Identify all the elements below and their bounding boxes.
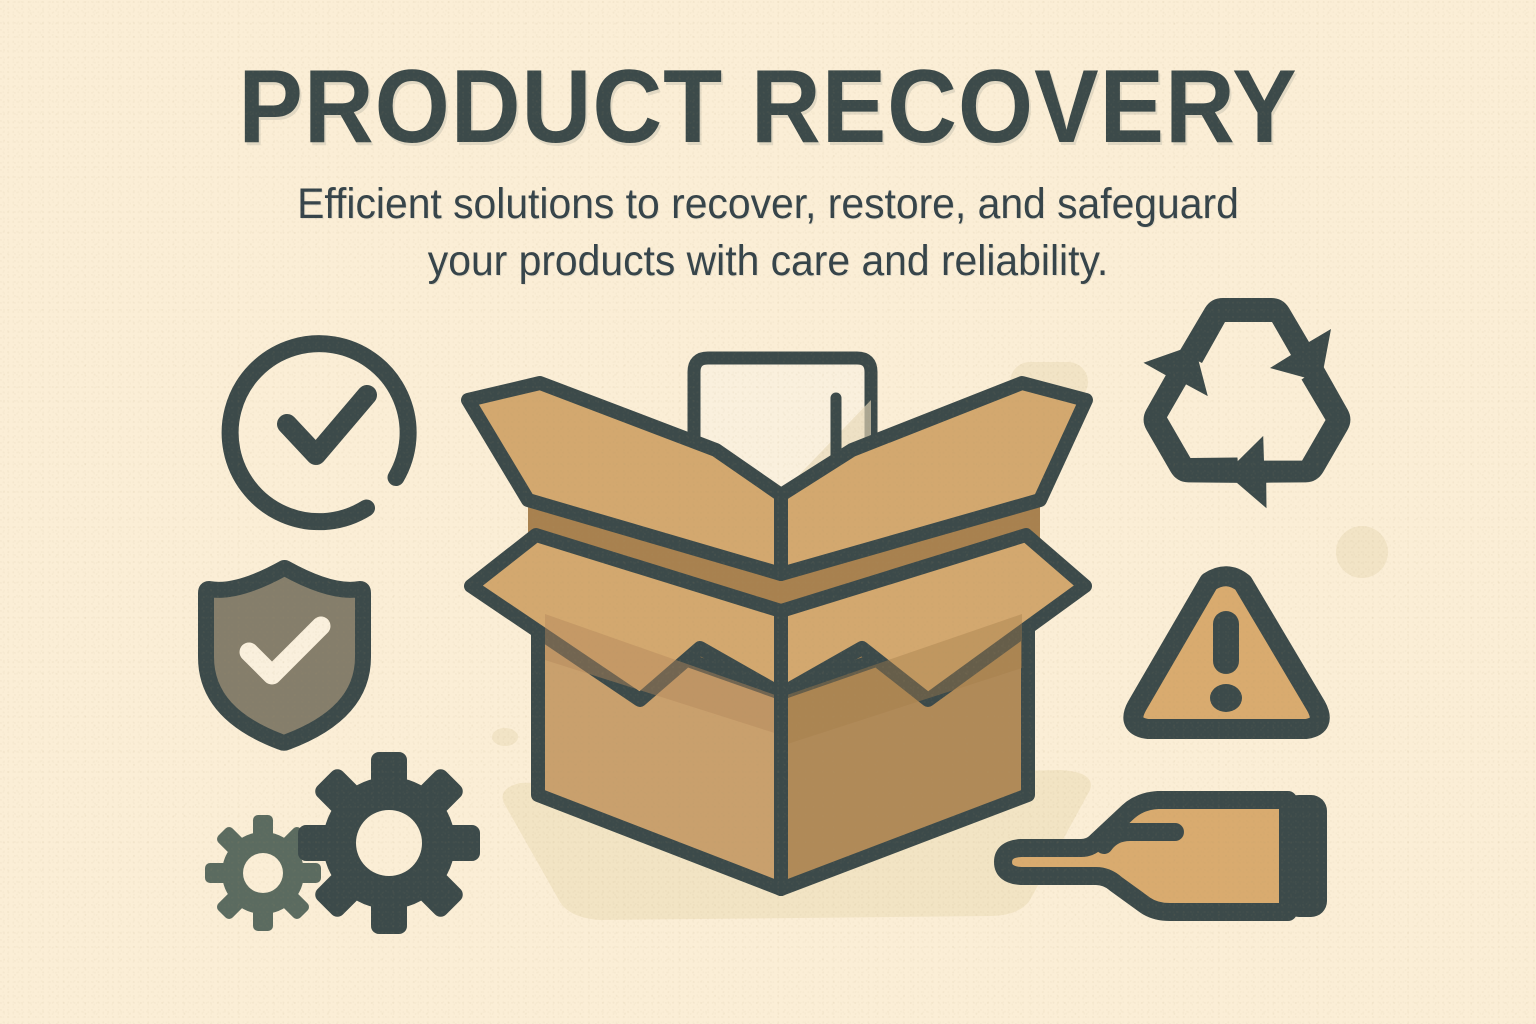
blob-small-left [492, 728, 518, 746]
gears-icon [205, 752, 480, 934]
hand-thumb [1095, 823, 1184, 854]
recycle-arrow-1 [1179, 298, 1331, 382]
box-flap-back-right [774, 376, 1093, 581]
circle-check-mark [277, 385, 377, 465]
shield-check-mark [239, 616, 331, 685]
warning-exclamation-bar [1213, 611, 1239, 674]
box-shade-left [545, 614, 781, 735]
blob-circle [1336, 526, 1388, 578]
circle-check-ring [221, 335, 417, 531]
warning-exclamation-dot [1210, 684, 1242, 712]
box-shade-right [781, 614, 1022, 746]
recycle-icon [1143, 298, 1351, 509]
page-subtitle: Efficient solutions to recover, restore,… [297, 180, 1239, 286]
helping-hand-icon [994, 791, 1327, 921]
headline-block: PRODUCT RECOVERY Efficient solutions to … [0, 54, 1536, 290]
hand-palm [994, 791, 1297, 921]
gear-large [298, 752, 480, 934]
warning-triangle-icon [1123, 566, 1330, 739]
open-box-icon [461, 351, 1093, 896]
shield-check-icon [198, 560, 371, 751]
hand-cuff [1283, 795, 1327, 917]
gear-small [205, 815, 321, 931]
circle-check-icon [221, 335, 417, 531]
page-title: PRODUCT RECOVERY [238, 49, 1298, 165]
recycle-arrow-2 [1225, 365, 1351, 509]
recycle-arrow-3 [1143, 344, 1240, 483]
